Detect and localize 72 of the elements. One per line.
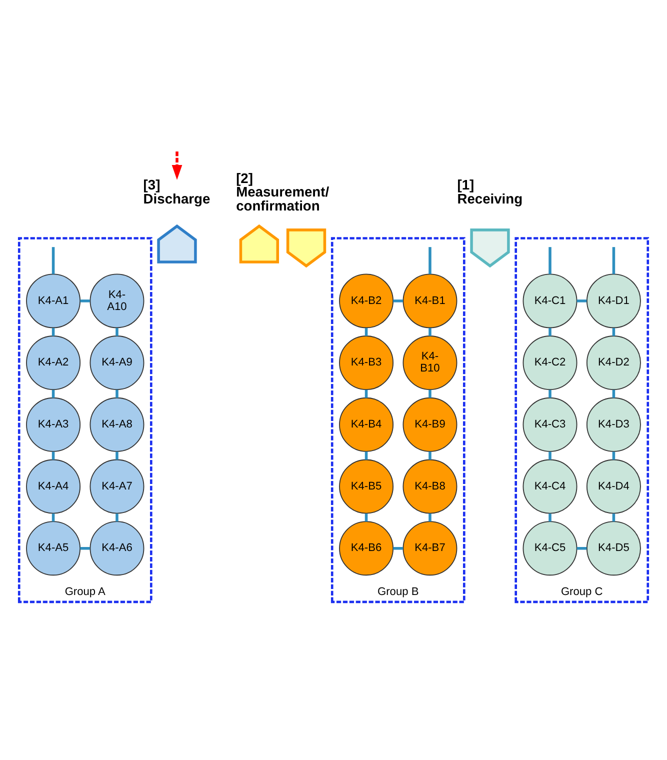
node-circle: K4-B3	[339, 336, 394, 390]
connector	[80, 300, 90, 302]
node-circle: K4-B5	[339, 459, 394, 514]
connector	[428, 328, 432, 336]
connector	[116, 514, 118, 522]
node-circle: K4-A5	[26, 521, 81, 576]
node-circle: K4-A3	[26, 397, 81, 452]
connector	[364, 328, 368, 336]
connector	[52, 247, 55, 274]
connector	[428, 452, 432, 460]
connector	[612, 452, 616, 460]
arrow	[172, 151, 182, 180]
node-circle: K4-B6	[339, 521, 394, 576]
connector	[116, 452, 118, 460]
node-circle: K4-A6	[90, 521, 144, 576]
connector	[52, 328, 55, 336]
node-circle: K4-A1	[26, 274, 81, 328]
connector	[116, 390, 118, 398]
connector	[364, 452, 368, 460]
connector	[548, 514, 552, 522]
node-arrow	[470, 228, 510, 268]
connector	[364, 514, 368, 522]
node-circle: K4-B2	[339, 274, 394, 328]
connector	[393, 300, 403, 302]
node-circle: K4-C1	[522, 274, 578, 328]
connector	[612, 247, 616, 274]
node-circle: K4-C5	[522, 521, 578, 576]
node-arrow	[286, 228, 326, 268]
node-circle: K4-A4	[26, 459, 81, 514]
node-text: [1] Receiving	[457, 176, 523, 207]
connector	[52, 390, 55, 398]
node-circle: K4-A2	[26, 336, 81, 390]
node-circle: K4-B10	[402, 336, 458, 390]
node-circle: K4-D2	[586, 336, 641, 390]
node-circle: K4-B8	[402, 459, 458, 514]
node-circle: K4-A8	[90, 397, 144, 452]
node-circle: K4-B1	[402, 274, 458, 328]
connector	[393, 546, 403, 550]
connector	[52, 452, 55, 460]
node-circle: K4-C3	[522, 397, 578, 452]
node-circle: K4-C4	[522, 459, 578, 514]
node-circle: K4-B4	[339, 397, 394, 452]
node-arrow	[239, 224, 280, 264]
connector	[612, 514, 616, 522]
node-circle: K4-A9	[90, 336, 144, 390]
node-circle: K4-C2	[522, 336, 578, 390]
connector	[548, 247, 552, 274]
node-text: [3] Discharge	[143, 176, 210, 207]
node-circle: K4-A7	[90, 459, 144, 514]
connector	[612, 328, 616, 336]
node-circle: K4-B9	[402, 397, 458, 452]
node-arrow	[157, 224, 197, 264]
connector	[548, 452, 552, 460]
node-circle: K4-D3	[586, 397, 641, 452]
node-circle: K4-B7	[402, 521, 458, 576]
connector	[576, 300, 587, 302]
node-circle: K4-A10	[90, 274, 144, 328]
node-circle: K4-D5	[586, 521, 641, 576]
connector	[364, 390, 368, 398]
connector	[428, 390, 432, 398]
node-text: [2] Measurement/ confirmation	[236, 170, 330, 214]
connector	[428, 514, 432, 522]
connector	[116, 328, 118, 336]
connector	[80, 546, 90, 550]
node-circle: K4-D4	[586, 459, 641, 514]
node-circle: K4-D1	[586, 274, 641, 328]
connector	[612, 390, 616, 398]
connector	[548, 328, 552, 336]
connector	[548, 390, 552, 398]
connector	[428, 247, 432, 274]
connector	[52, 514, 55, 522]
connector	[576, 546, 587, 550]
